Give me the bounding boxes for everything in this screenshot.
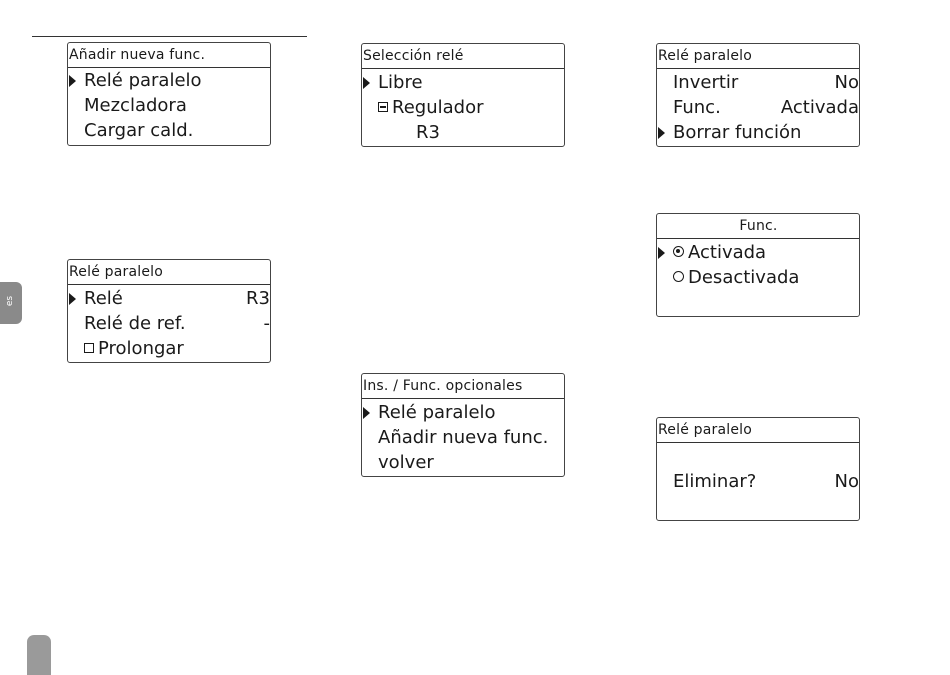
menu-item-label: Mezcladora (84, 95, 187, 116)
screen-add-function: Añadir nueva func. Relé paralelo Mezclad… (67, 42, 271, 146)
menu-item-boiler-load[interactable]: Cargar cald. (68, 118, 270, 144)
screen-title: Func. (657, 214, 859, 239)
screen-delete-confirm: Relé paralelo Eliminar? No (656, 417, 860, 521)
cursor-arrow-icon (658, 127, 665, 139)
option-label: Desactivada (688, 267, 800, 288)
menu-item-label: Añadir nueva func. (378, 427, 549, 448)
option-activated[interactable]: Activada (657, 240, 859, 266)
menu-item-label: Invertir (673, 72, 739, 93)
screen-title: Relé paralelo (68, 260, 270, 285)
menu-item-free[interactable]: Libre (362, 70, 564, 96)
menu-item-label: Relé paralelo (84, 70, 202, 91)
menu-item-label: Func. (673, 97, 721, 118)
language-code: es (5, 295, 16, 307)
menu-item-label: Relé de ref. (84, 313, 186, 334)
cursor-arrow-icon (69, 293, 76, 305)
menu-item-value: R3 (246, 288, 270, 309)
menu-item-label: Cargar cald. (84, 120, 194, 141)
menu-item-relay[interactable]: Relé R3 (68, 286, 270, 312)
collapse-icon[interactable] (378, 102, 388, 112)
menu-item-delete-function[interactable]: Borrar función (657, 120, 859, 146)
screen-func-select: Func. Activada Desactivada (656, 213, 860, 317)
screen-title: Añadir nueva func. (68, 43, 270, 68)
menu-item-label: R3 (416, 122, 440, 143)
menu-item-back[interactable]: volver (362, 450, 564, 476)
language-tab: es (0, 282, 22, 324)
cursor-arrow-icon (69, 75, 76, 87)
menu-item-func[interactable]: Func. Activada (657, 95, 859, 121)
confirm-delete-row[interactable]: Eliminar? No (657, 469, 859, 495)
menu-item-mixer[interactable]: Mezcladora (68, 93, 270, 119)
menu-item-label: Relé paralelo (378, 402, 496, 423)
menu-item-value: Activada (780, 97, 859, 118)
tree-item-r3[interactable]: R3 (362, 120, 564, 146)
menu-item-label: Prolongar (98, 338, 184, 359)
cursor-arrow-icon (363, 407, 370, 419)
menu-item-value: No (834, 72, 859, 93)
page-tab (27, 635, 51, 675)
cursor-arrow-icon (363, 77, 370, 89)
screen-title: Relé paralelo (657, 418, 859, 443)
option-label: Activada (688, 242, 767, 263)
radio-unselected-icon[interactable] (673, 271, 684, 282)
screen-parallel-relay-menu: Relé paralelo Invertir No Func. Activada… (656, 43, 860, 147)
screen-optional-functions: Ins. / Func. opcionales Relé paralelo Añ… (361, 373, 565, 477)
screen-parallel-relay-setup: Relé paralelo Relé R3 Relé de ref. - Pro… (67, 259, 271, 363)
confirm-label: Eliminar? (673, 471, 757, 492)
menu-item-label: volver (378, 452, 434, 473)
radio-selected-icon[interactable] (673, 246, 684, 257)
tree-item-regulator[interactable]: Regulador (362, 95, 564, 121)
menu-item-parallel-relay[interactable]: Relé paralelo (68, 68, 270, 94)
menu-item-label: Libre (378, 72, 423, 93)
menu-item-add-new-func[interactable]: Añadir nueva func. (362, 425, 564, 451)
menu-item-prolong[interactable]: Prolongar (68, 336, 270, 362)
menu-item-parallel-relay[interactable]: Relé paralelo (362, 400, 564, 426)
menu-item-label: Regulador (392, 97, 484, 118)
cursor-arrow-icon (658, 247, 665, 259)
confirm-value[interactable]: No (834, 471, 859, 492)
screen-title: Selección relé (362, 44, 564, 69)
menu-item-value: - (263, 313, 271, 334)
screen-relay-selection: Selección relé Libre Regulador R3 (361, 43, 565, 147)
top-rule (32, 36, 307, 37)
menu-item-ref-relay[interactable]: Relé de ref. - (68, 311, 270, 337)
screen-title: Relé paralelo (657, 44, 859, 69)
screen-title: Ins. / Func. opcionales (362, 374, 564, 399)
option-deactivated[interactable]: Desactivada (657, 265, 859, 291)
menu-item-label: Borrar función (673, 122, 802, 143)
menu-item-label: Relé (84, 288, 123, 309)
menu-item-invert[interactable]: Invertir No (657, 70, 859, 96)
checkbox-icon[interactable] (84, 343, 94, 353)
